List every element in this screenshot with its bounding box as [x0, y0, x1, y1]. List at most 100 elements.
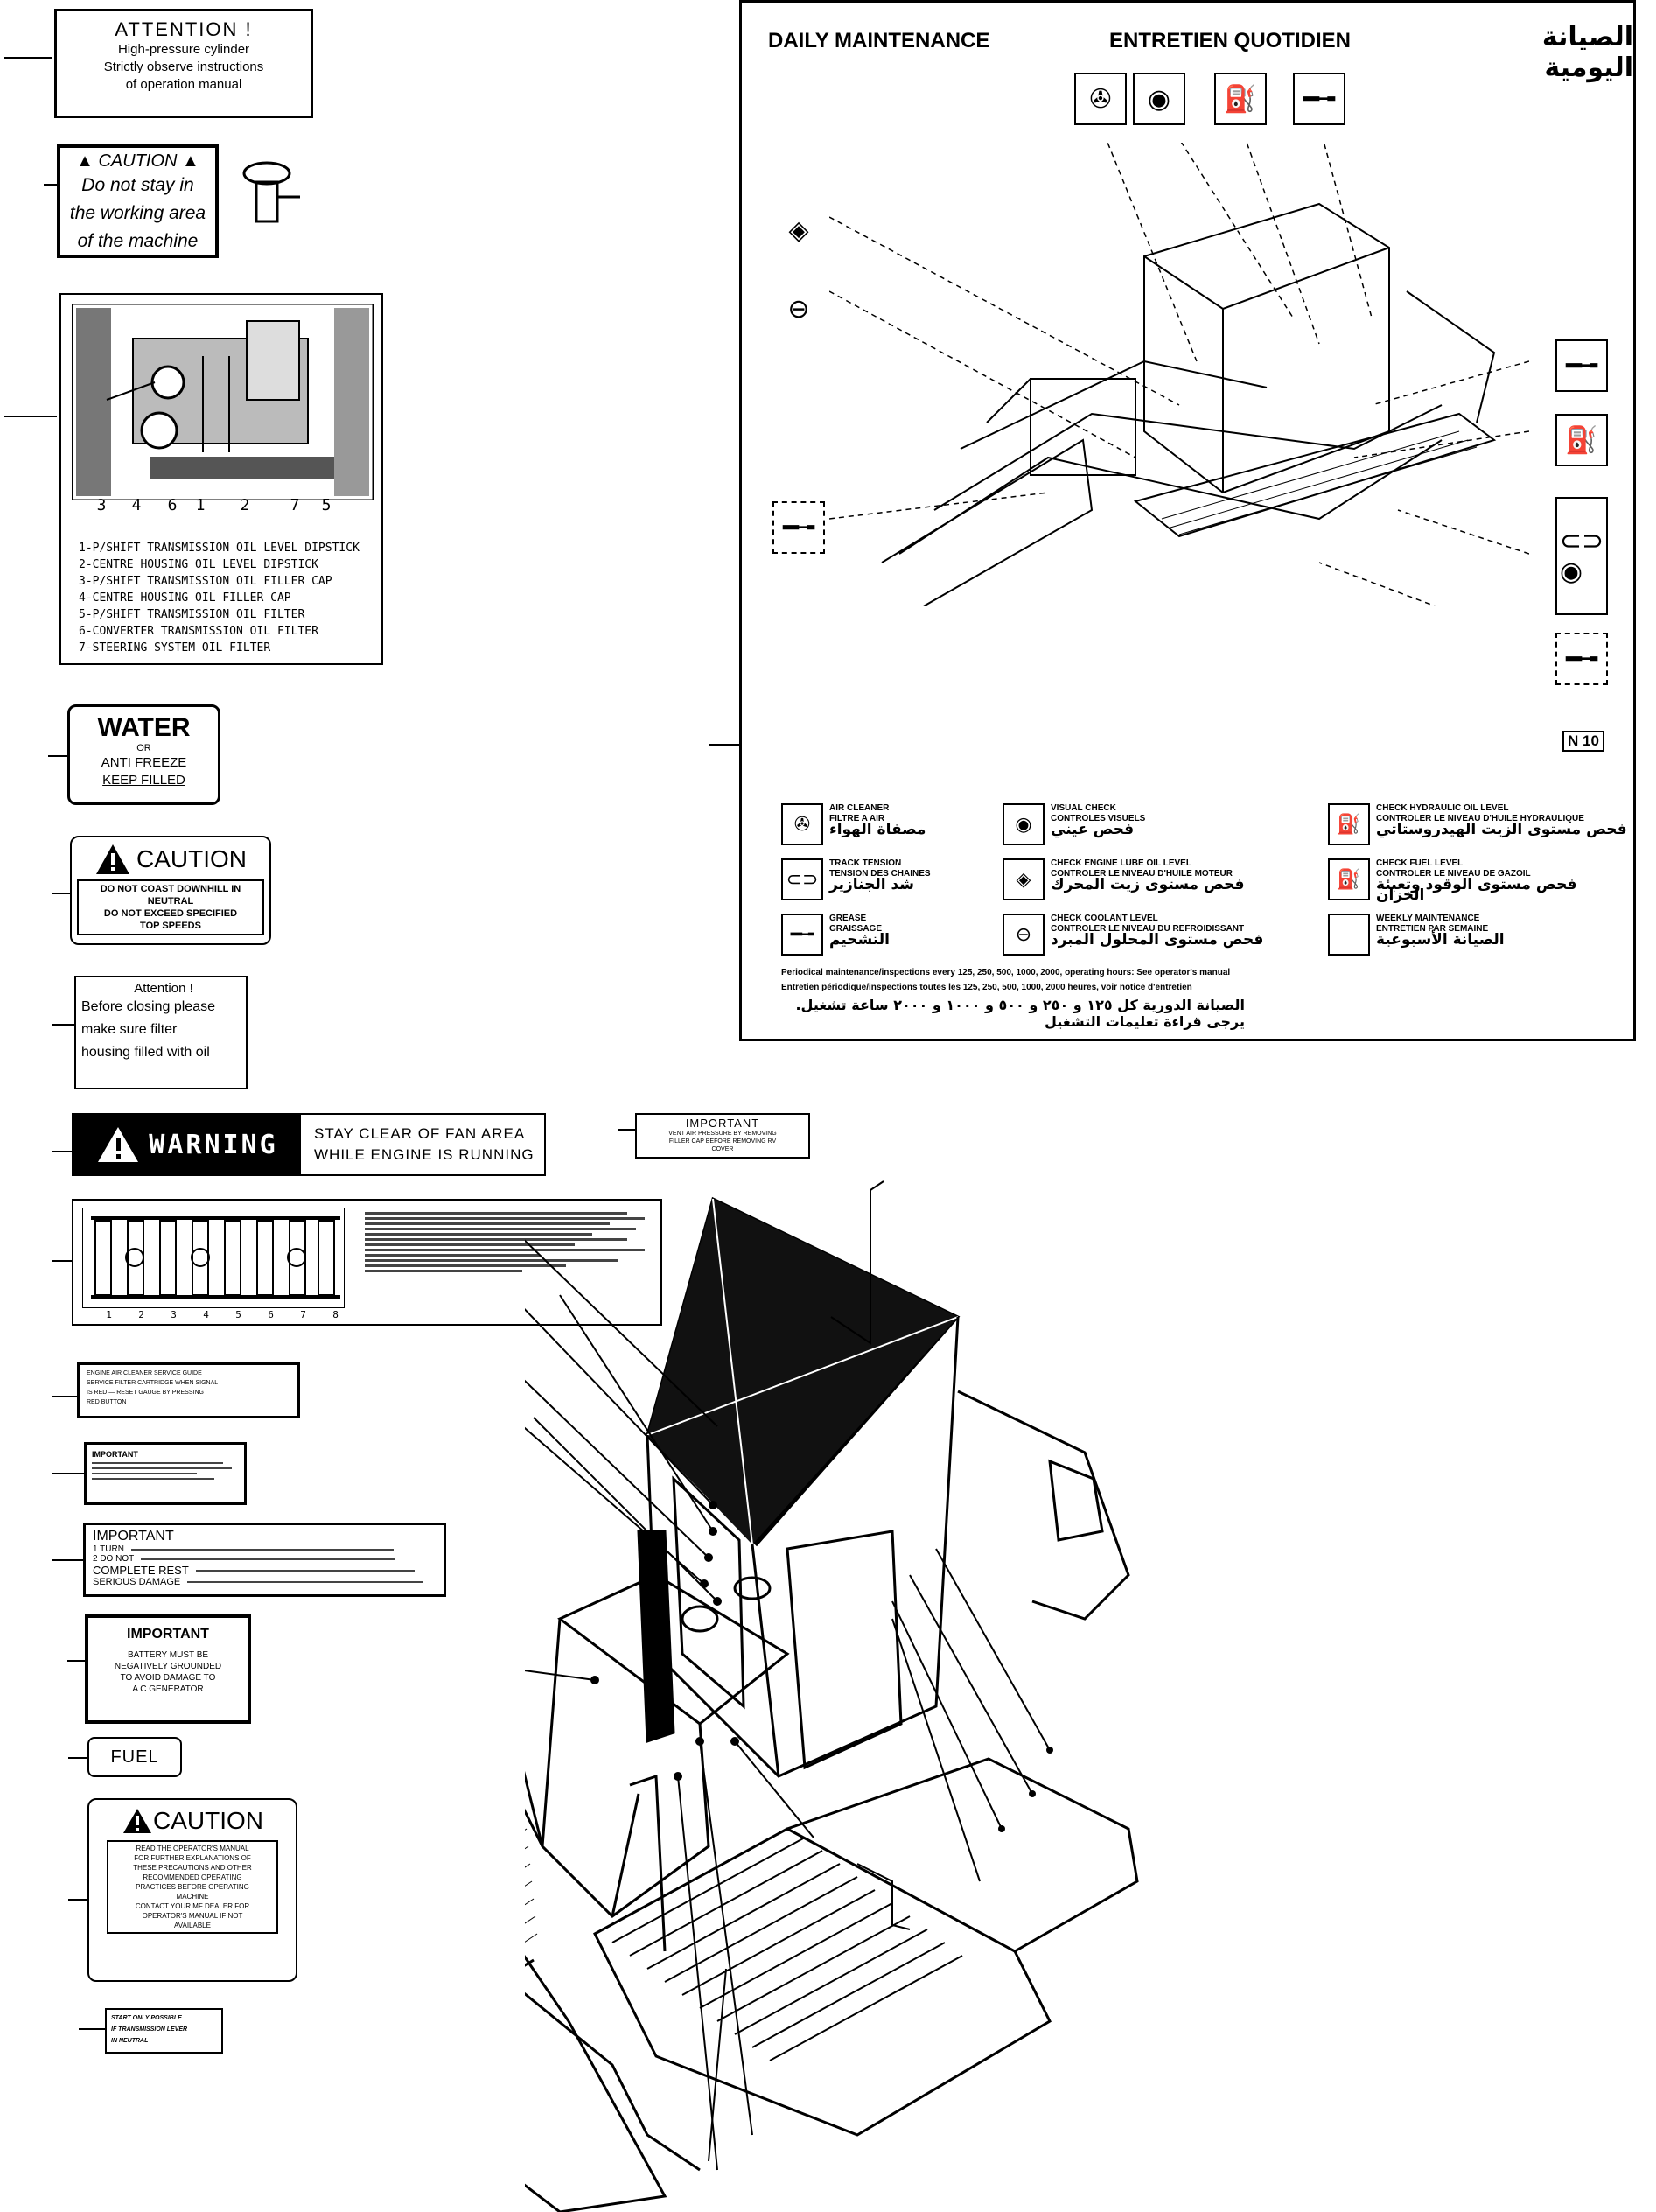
- grease-gun-icon: ━╼: [1555, 340, 1608, 392]
- decal-line: FILLER CAP BEFORE REMOVING RV: [668, 1138, 777, 1144]
- legend-en: CHECK COOLANT LEVEL: [1051, 914, 1158, 923]
- legend-fr: FILTRE A AIR: [829, 814, 885, 823]
- decal-title: WATER: [97, 713, 191, 742]
- legend-fr: TENSION DES CHAINES: [829, 869, 931, 878]
- engine-oil-icon: ◈: [772, 204, 825, 256]
- decal-sub: OR: [136, 743, 151, 753]
- important-small-decal: IMPORTANT: [84, 1442, 247, 1505]
- decal-line: CONTACT YOUR MF DEALER FOR: [135, 1902, 250, 1910]
- caution-manual-decal: CAUTION READ THE OPERATOR'S MANUAL FOR F…: [87, 1798, 297, 1982]
- warning-triangle-icon: [96, 844, 129, 874]
- callout-number: 4: [131, 496, 142, 514]
- callout-number: 5: [321, 496, 332, 514]
- fuse-number: 7: [300, 1309, 306, 1320]
- decal-title: CAUTION: [153, 1807, 263, 1834]
- decal-title: ATTENTION !: [115, 18, 253, 40]
- decal-line: 1 TURN: [93, 1544, 124, 1554]
- legend-ar: الصيانة الأسبوعية: [1376, 931, 1505, 948]
- coolant-icon: ⊖: [772, 283, 825, 335]
- legend-en: WEEKLY MAINTENANCE: [1376, 914, 1480, 923]
- decal-line: of the machine: [77, 231, 199, 251]
- eye-icon: ◉: [1003, 803, 1045, 845]
- callout-number: 7: [290, 496, 300, 514]
- legend-item: 7-STEERING SYSTEM OIL FILTER: [79, 641, 271, 654]
- decal-line: PRACTICES BEFORE OPERATING: [136, 1883, 249, 1891]
- decal-title: IMPORTANT: [685, 1116, 760, 1130]
- warning-banner: WARNING: [73, 1115, 301, 1174]
- fuse-numbers: 1 2 3 4 5 6 7 8: [93, 1309, 352, 1320]
- leader-line: [52, 1260, 72, 1262]
- eye-icon: ◉: [1133, 73, 1185, 125]
- photo-callouts: 3 4 6 1 2 7 5: [87, 496, 367, 514]
- decal-title: IMPORTANT: [93, 1529, 174, 1544]
- decal-line: IS RED — RESET GAUGE BY PRESSING: [87, 1390, 204, 1396]
- attention-filter-decal: Attention ! Before closing please make s…: [74, 976, 248, 1089]
- leader-line: [67, 1660, 85, 1662]
- decal-line: High-pressure cylinder: [117, 42, 250, 57]
- decal-line: the working area: [69, 203, 206, 223]
- legend-fr: CONTROLER LE NIVEAU DU REFROIDISSANT: [1051, 924, 1245, 934]
- legend-ar: التشحيم: [829, 931, 890, 948]
- leader-line: [52, 1396, 77, 1397]
- dozer-maintenance-sketch: [829, 143, 1529, 606]
- board-footer-fr: Entretien périodique/inspections toutes …: [781, 983, 1192, 992]
- decal-line: TOP SPEEDS: [140, 920, 201, 931]
- leader-line: [79, 2028, 105, 2030]
- attention-cylinder-decal: ATTENTION ! High-pressure cylinder Stric…: [54, 9, 313, 118]
- callout-number: 1: [195, 496, 206, 514]
- fuse-number: 3: [171, 1309, 177, 1320]
- air-cleaner-service-decal: ENGINE AIR CLEANER SERVICE GUIDE SERVICE…: [77, 1362, 300, 1418]
- engine-oil-icon: ◈: [1003, 858, 1045, 900]
- grease-gun-icon: ━╼: [1555, 633, 1608, 685]
- decal-line: STAY CLEAR OF FAN AREA: [314, 1125, 526, 1142]
- board-footer-ar: الصيانة الدورية كل ١٢٥ و ٢٥٠ و ٥٠٠ و ١٠٠…: [795, 997, 1245, 1030]
- decal-line: START ONLY POSSIBLE: [111, 2015, 182, 2021]
- fuse-number: 2: [138, 1309, 144, 1320]
- decal-line: TO AVOID DAMAGE TO: [120, 1673, 216, 1683]
- legend-visual-check: VISUAL CHECK CONTROLES VISUELS فحص عيني: [1051, 803, 1146, 837]
- important-filler-decal: IMPORTANT VENT AIR PRESSURE BY REMOVING …: [635, 1113, 810, 1158]
- dozer-decal-location-illustration: [525, 1180, 1139, 2212]
- legend-ar: فحص مستوى زيت المحرك: [1051, 876, 1245, 893]
- caution-working-area-decal: ▲ CAUTION ▲ Do not stay in the working a…: [57, 144, 219, 258]
- legend-fr: ENTRETIEN PAR SEMAINE: [1376, 924, 1489, 934]
- decal-line: RECOMMENDED OPERATING: [143, 1873, 242, 1881]
- leader-line: [68, 1899, 87, 1900]
- decal-line: DO NOT COAST DOWNHILL IN NEUTRAL: [100, 884, 241, 906]
- filter-legend-list: 1-P/SHIFT TRANSMISSION OIL LEVEL DIPSTIC…: [79, 540, 381, 656]
- grease-gun-icon: ━╼: [772, 501, 825, 554]
- decal-line: THESE PRECAUTIONS AND OTHER: [133, 1864, 252, 1872]
- decal-line: IF TRANSMISSION LEVER: [111, 2026, 188, 2033]
- fuse-number: 4: [203, 1309, 209, 1320]
- decal-line: KEEP FILLED: [102, 773, 185, 788]
- legend-item: 3-P/SHIFT TRANSMISSION OIL FILLER CAP: [79, 575, 332, 588]
- decal-title: CAUTION: [136, 845, 247, 872]
- decal-line: DO NOT EXCEED SPECIFIED: [103, 908, 238, 919]
- leader-line: [4, 416, 57, 417]
- air-cleaner-icon: ✇: [1074, 73, 1127, 125]
- leader-line: [52, 1024, 74, 1026]
- leader-line: [4, 57, 52, 59]
- daily-maintenance-board: DAILY MAINTENANCE ENTRETIEN QUOTIDIEN ال…: [739, 0, 1636, 1041]
- legend-engine-oil: CHECK ENGINE LUBE OIL LEVEL CONTROLER LE…: [1051, 858, 1245, 893]
- fuse-diagram: [82, 1208, 345, 1308]
- decal-line: make sure filter: [81, 1022, 178, 1037]
- legend-en: CHECK FUEL LEVEL: [1376, 858, 1464, 868]
- board-title-en: DAILY MAINTENANCE: [768, 29, 990, 52]
- fuel-pump-icon: ⛽: [1214, 73, 1267, 125]
- decal-line: NEGATIVELY GROUNDED: [114, 1662, 222, 1671]
- decal-line: of operation manual: [125, 77, 242, 92]
- legend-en: CHECK ENGINE LUBE OIL LEVEL: [1051, 858, 1191, 868]
- decal-line: BATTERY MUST BE: [127, 1650, 209, 1660]
- legend-fuel: CHECK FUEL LEVEL CONTROLER LE NIVEAU DE …: [1376, 858, 1630, 903]
- legend-ar: مصفاة الهواء: [829, 821, 926, 838]
- decal-title: IMPORTANT: [127, 1627, 209, 1642]
- legend-air-cleaner: AIR CLEANER FILTRE A AIR مصفاة الهواء: [829, 803, 926, 838]
- decal-line: Before closing please: [81, 999, 215, 1014]
- legend-fr: CONTROLES VISUELS: [1051, 814, 1146, 823]
- legend-hydraulic-oil: CHECK HYDRAULIC OIL LEVEL CONTROLER LE N…: [1376, 803, 1630, 837]
- warning-triangle-icon: [98, 1127, 139, 1162]
- leader-line: [709, 744, 739, 746]
- start-neutral-decal: START ONLY POSSIBLE IF TRANSMISSION LEVE…: [105, 2008, 223, 2054]
- decal-line: housing filled with oil: [81, 1045, 210, 1060]
